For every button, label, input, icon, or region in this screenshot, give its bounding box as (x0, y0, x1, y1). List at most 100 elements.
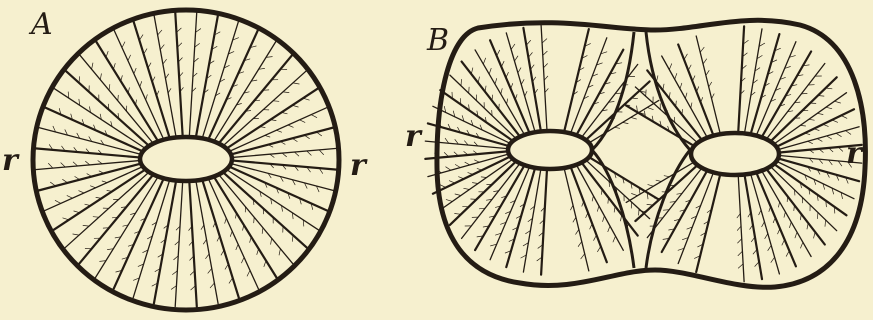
figure-a-hatch (262, 228, 263, 234)
figure-b-right-inner-hatch (663, 210, 669, 211)
figure-b-left-inner-hatch (571, 205, 574, 210)
figure-a-central-cavity (140, 137, 232, 181)
figure-a-hatch (283, 92, 289, 93)
figure-b-left-hatch (521, 80, 524, 85)
figure-b-left-inner-hatch (573, 217, 576, 222)
figure-a-hatch (292, 105, 298, 107)
figure-b-right-hatch (817, 113, 823, 114)
figure-b-left-hatch (483, 58, 485, 64)
figure-b-label: B (426, 23, 449, 58)
figure-b-right-inner-hatch (680, 83, 682, 89)
figure-b-left-inner-hatch (613, 236, 616, 242)
figure-a-hatch (225, 218, 227, 223)
figure-b-left-inner-ray (591, 100, 659, 141)
figure-b-left-inner-hatch (597, 206, 599, 211)
figure-b-left-hatch (543, 51, 547, 55)
figure-a-ray (203, 20, 239, 136)
figure-b-right-inner-hatch (691, 103, 692, 108)
figure-b-right-hatch (790, 222, 792, 228)
figure-a-hatch (264, 261, 266, 267)
figure-b-right-inner-hatch (697, 87, 699, 92)
figure-a-ray (133, 20, 169, 136)
figure-b-left-inner-hatch (590, 224, 593, 229)
figure-b-left-ray (523, 28, 540, 130)
figure-b-left-hatch (526, 40, 530, 45)
figure-b-left-inner-ray (571, 168, 607, 262)
figure-b-right-inner-hatch (647, 204, 653, 205)
figure-a-ray (196, 14, 218, 135)
figure-a-hatch (273, 101, 279, 102)
figure-b-right-cavity (691, 133, 779, 175)
figure-b-left-hatch (544, 64, 548, 68)
figure-b-right-inner-hatch (700, 47, 704, 52)
figure-b-right-inner-hatch (648, 185, 654, 187)
figure-b-left-inner-hatch (647, 107, 653, 109)
figure-b-right-inner-hatch (712, 94, 715, 99)
figure-a-hatch (166, 74, 169, 79)
figure-b-left-inner-hatch (614, 206, 615, 212)
figure-b-left-hatch (489, 68, 491, 74)
figure-b-left-inner-ray (565, 29, 589, 130)
figure-b-right-inner-hatch (709, 82, 712, 87)
figure-b-left-hatch (465, 162, 470, 165)
figure-b-left-hatch (518, 68, 521, 73)
figure-a-hatch (144, 49, 147, 54)
figure-b-right-hatch (834, 101, 840, 103)
figure-b-left-inner-hatch (582, 201, 584, 206)
figure-b-right-hatch (795, 232, 797, 238)
figure-b-right-hatch (832, 120, 838, 122)
figure-b-left-inner-hatch (631, 117, 637, 119)
figure-b-right-hatch (738, 264, 743, 268)
figure-b-left-hatch (501, 61, 504, 67)
figure-b-left-hatch (455, 165, 460, 168)
figure-a-hatch (63, 218, 69, 220)
figure-a-ray (114, 180, 163, 289)
figure-a-hatch (93, 217, 99, 218)
figure-b-left-inner-hatch (594, 235, 597, 240)
figure-b-left-hatch (471, 68, 473, 74)
figure-a-ray (203, 182, 239, 298)
figure-a-hatch (96, 197, 102, 198)
figure-b-right-hatch (782, 240, 785, 246)
figure-a-hatch (168, 89, 171, 94)
figure-a-hatch (90, 186, 95, 188)
figure-b-left-inner-hatch (603, 216, 605, 222)
figure-b-left-hatch (542, 39, 547, 43)
figure-b-left-hatch (455, 214, 461, 215)
figure-a-hatch (134, 68, 136, 73)
figure-b-left-hatch (475, 160, 480, 162)
figure-b-left-inner-hatch (578, 242, 582, 247)
figure-a-hatch (102, 181, 107, 183)
figure-b-right-inner-hatch (664, 176, 669, 177)
figure-a-ray-label-left: r (2, 143, 20, 178)
figure-b-left-hatch (459, 177, 465, 179)
figure-a-hatch (92, 63, 93, 69)
figure-b-right-ray (772, 77, 837, 140)
figure-a-hatch (152, 77, 155, 82)
figure-b-left-hatch (506, 72, 508, 77)
figure-b-right-hatch (800, 214, 801, 220)
figure-b-right-hatch (779, 202, 780, 207)
figure-b-right-hatch (765, 234, 768, 239)
figure-a-hatch (73, 162, 77, 166)
figure-b-left-inner-hatch (614, 127, 619, 128)
figure-b-right-inner-hatch (706, 71, 709, 76)
figure-a-ray (175, 183, 182, 307)
figure-b-left-ray (450, 75, 515, 137)
figure-a-hatch (74, 211, 80, 213)
figure-a-hatch (128, 55, 131, 61)
figure-a-hatch (206, 254, 210, 259)
figure-a-hatch (139, 35, 143, 40)
figure-b-right-hatch (846, 131, 851, 135)
figure-a-label: A (28, 7, 53, 42)
figure-a-hatch (210, 283, 214, 288)
figure-b-left-inner-hatch (576, 230, 579, 235)
figure-a-hatch (230, 231, 232, 236)
figure-a: A r r (2, 7, 368, 310)
figure-a-ray (224, 70, 307, 144)
figure-a-hatch (48, 163, 53, 168)
figure-b-right-hatch (841, 116, 847, 119)
figure-b-right-hatch (759, 210, 761, 215)
figure-b-right-inner-hatch (669, 64, 671, 70)
